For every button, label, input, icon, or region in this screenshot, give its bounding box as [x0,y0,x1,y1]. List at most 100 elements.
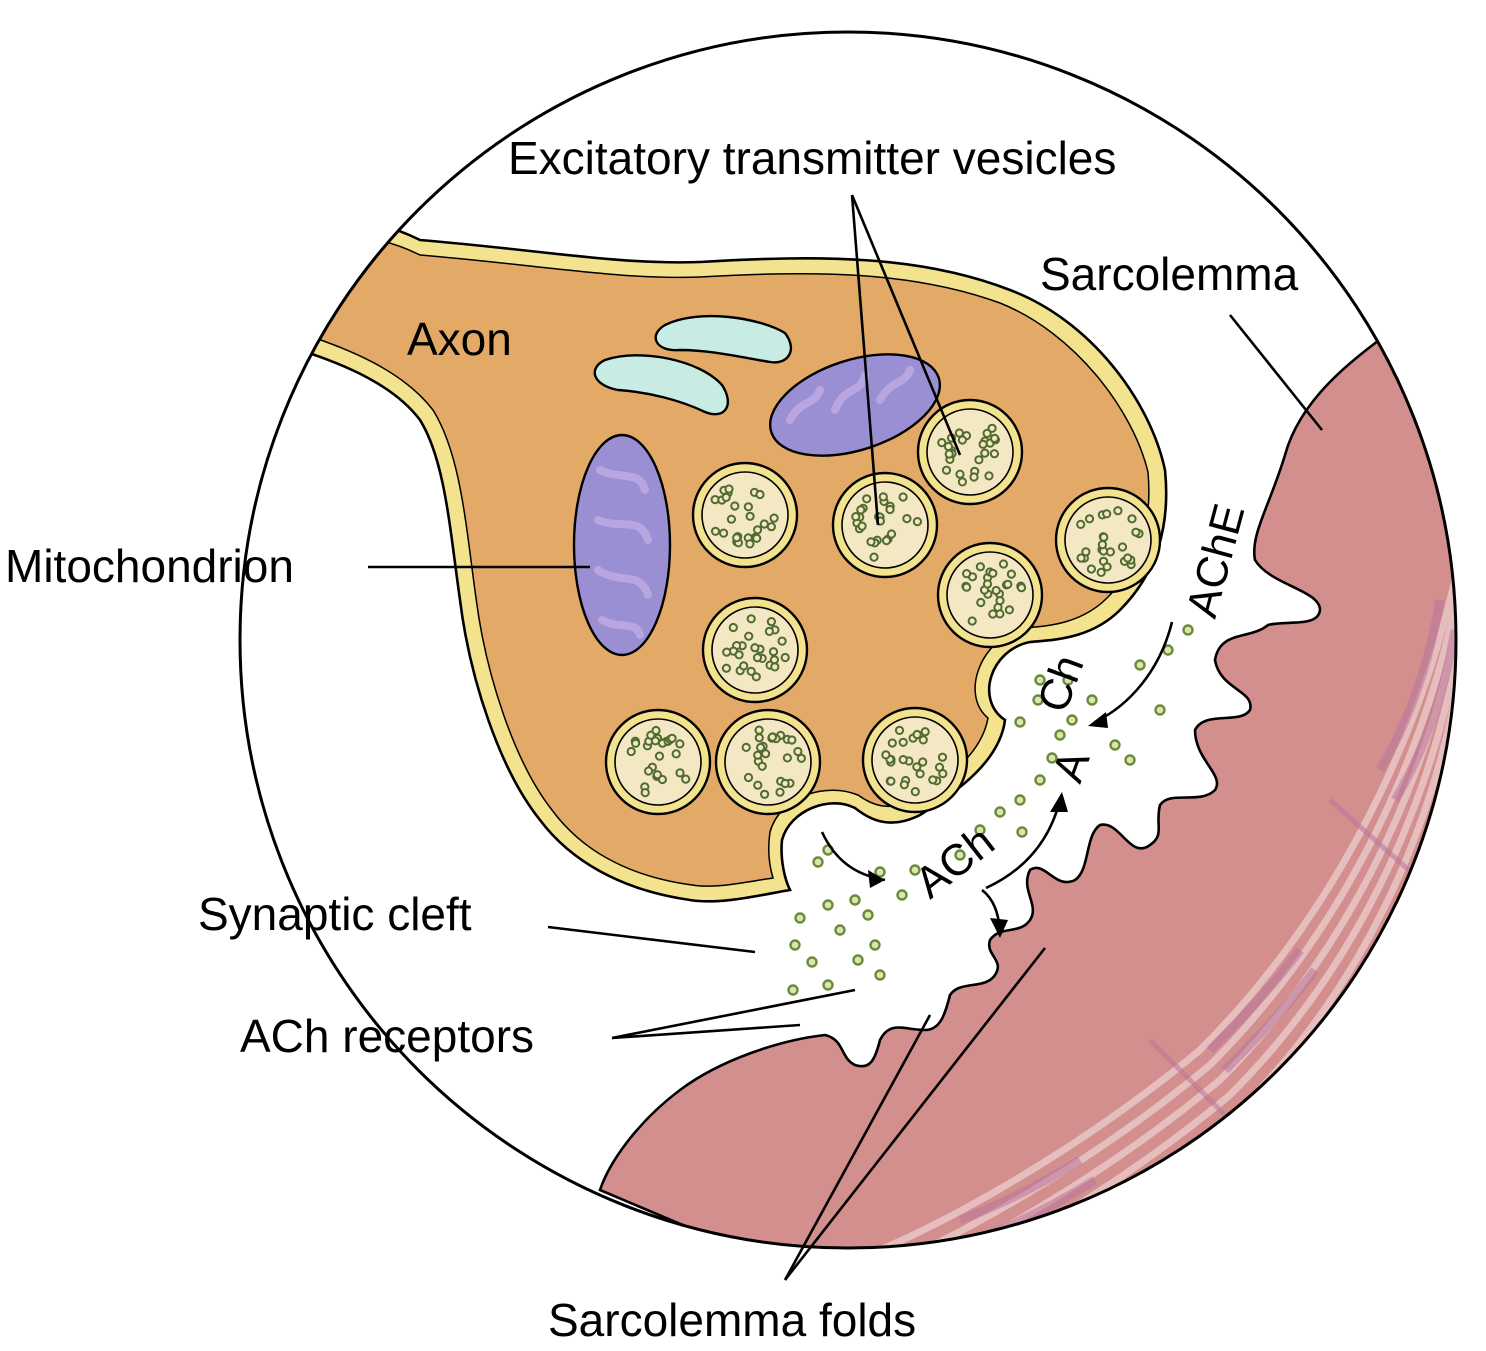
ach-molecule [787,735,797,745]
ach-molecule [974,824,986,836]
ach-molecule [724,484,734,494]
ach-molecule [920,727,930,737]
ach-molecule [987,423,997,433]
ach-molecule [1113,506,1123,516]
ach-molecule [789,939,801,951]
ach-molecule [744,631,754,641]
ach-molecule [752,653,763,663]
ach-molecule [640,788,650,798]
ach-molecule [726,514,737,524]
ach-molecule [746,614,756,624]
ach-molecule [887,738,897,748]
ach-molecule [743,502,754,512]
ach-receptors-leader [611,1023,801,1040]
synaptic-vesicles [604,398,1162,816]
ach-molecule [862,494,872,504]
ach-molecule [719,528,729,538]
ach-molecule [650,736,661,746]
binding-arrowhead [990,918,1008,938]
ach-molecule [1123,553,1133,563]
ach-release-label: ACh [906,817,1004,908]
ach-molecule [766,522,777,532]
ach-molecule [912,762,922,772]
ach-molecule [1016,826,1028,838]
hydrolysis-arrow [985,799,1062,890]
ach-molecule [769,513,779,523]
ach-molecule [756,742,766,753]
ach-molecule [886,776,896,786]
ach-molecule [954,428,965,438]
ach-molecule [626,746,636,757]
ach-receptors-label: ACh receptors [240,1010,534,1062]
ach-molecule [741,742,751,753]
pale-organelle [654,314,792,364]
ach-molecule [915,769,925,779]
ach-molecule [894,725,905,736]
ache-arrowhead [1088,712,1108,728]
magnification-circle [238,30,1458,1250]
ach-molecule [878,492,888,502]
ach-molecule [722,647,732,657]
ach-molecule [675,739,685,749]
ach-molecule [751,672,761,682]
ach-molecule [852,954,864,966]
ach-molecule [899,780,909,790]
sarcolemma-label: Sarcolemma [1040,248,1299,300]
sarcolemma-leader [1228,314,1324,431]
ach-molecule [1081,547,1091,557]
sarcolemma-membrane [598,323,1456,1248]
ach-molecule [764,626,775,637]
vesicle [691,461,799,569]
ach-molecule [1006,569,1017,579]
vesicle [831,471,939,579]
sarcolemma-folds-leader [783,1014,932,1281]
ach-molecule [667,733,677,743]
ach-molecule [969,472,979,482]
ach-molecule [988,568,998,578]
ach-molecule [980,448,990,458]
ach-molecule [782,753,793,763]
ach-molecule [1084,514,1095,524]
ach-molecule [732,533,742,543]
ach-molecule [1086,564,1097,574]
ach-molecule [918,757,928,767]
ach-molecule [881,750,891,760]
ach-molecule [768,647,779,657]
ach-molecule [937,438,947,448]
ach-molecule [941,465,952,475]
reaction-arrows [820,621,1174,938]
ach-molecule [862,909,874,921]
ach-molecule [954,849,966,861]
ach-molecule [1004,605,1015,615]
ach-molecule [675,768,685,778]
ach-molecule [754,725,764,735]
ach-molecule [898,492,908,502]
ach-molecule [651,725,661,736]
ach-molecule [1097,540,1108,550]
ach-receptors-leader [611,988,856,1040]
ach-molecule [721,663,732,673]
ach-molecule [994,806,1006,818]
ach-molecule [766,617,777,627]
ach-molecule [1062,674,1074,686]
ach-molecule [988,609,998,619]
a-label: A [1043,743,1099,788]
ach-molecule [767,732,778,742]
ach-molecule [982,579,993,589]
vesicle [936,541,1044,649]
ach-molecule [671,749,681,759]
ach-molecule [780,652,790,663]
ach-molecule [760,789,770,799]
ach-molecule [1182,624,1194,636]
ach-molecule [753,750,763,760]
ach-molecule [881,536,892,546]
ach-molecule [967,616,977,626]
ach-molecule [928,775,938,785]
ach-molecule [746,666,756,676]
ach-molecule [1076,553,1086,563]
vesicles-leader [850,194,880,526]
ach-molecule [912,517,923,527]
sarcolemma-folds-label: Sarcolemma folds [548,1294,916,1346]
ach-molecule [796,753,807,763]
